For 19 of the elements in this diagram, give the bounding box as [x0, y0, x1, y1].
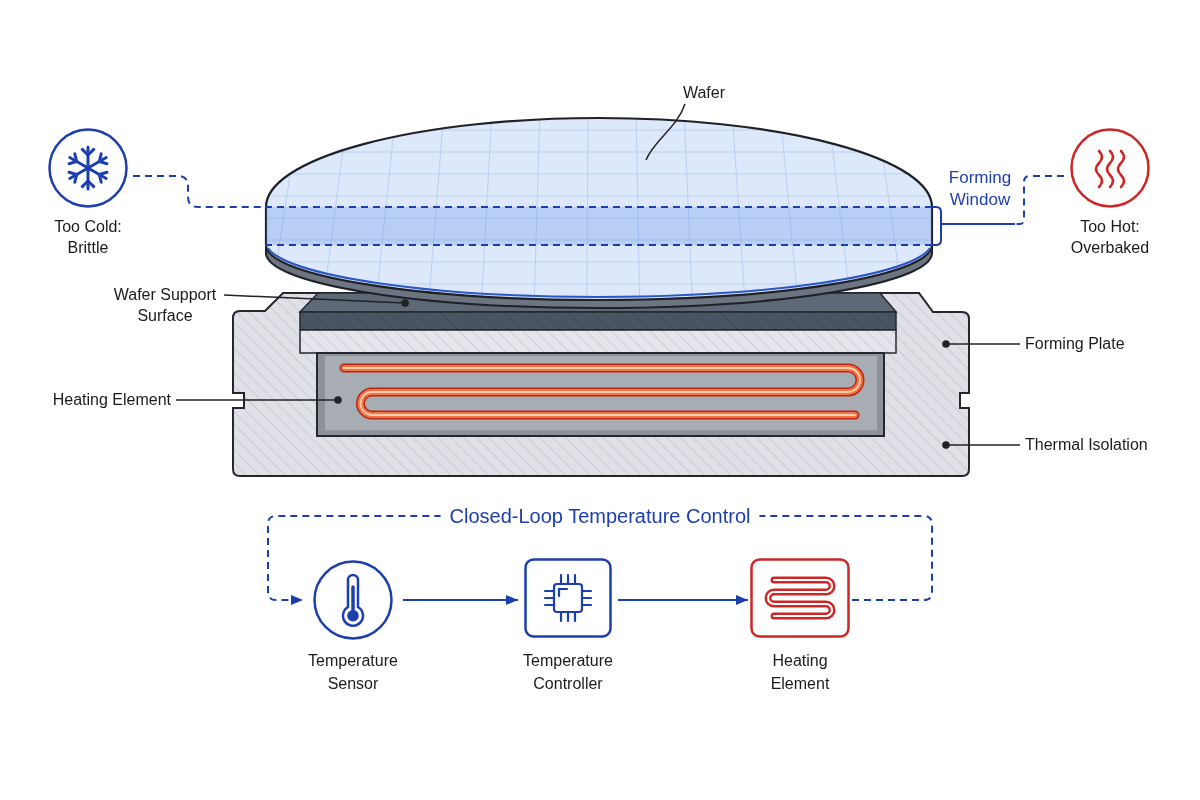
callout-label: Forming Plate	[1024, 334, 1126, 354]
leader-line	[942, 340, 1021, 348]
callout-label: Heating Element	[51, 390, 172, 410]
callout-label: Thermal Isolation	[1024, 435, 1149, 455]
arrow	[403, 595, 518, 605]
dashed-connector	[1014, 175, 1065, 225]
leader-line	[942, 441, 1021, 449]
status-label: Too Cold: Brittle	[53, 217, 123, 258]
callout-label: Wafer	[681, 83, 727, 103]
callout-label: Wafer Support Surface	[112, 285, 218, 326]
component-label: Heating Element	[769, 651, 831, 694]
status-label: Too Hot: Overbaked	[1069, 217, 1151, 258]
leader-line	[175, 396, 342, 404]
component-label: Temperature Sensor	[307, 651, 399, 694]
component-label: Temperature Controller	[522, 651, 614, 694]
forming-window-label: Forming Window	[947, 167, 1013, 211]
leader-line	[223, 294, 409, 307]
leader-line	[645, 103, 686, 161]
arrow	[618, 595, 748, 605]
